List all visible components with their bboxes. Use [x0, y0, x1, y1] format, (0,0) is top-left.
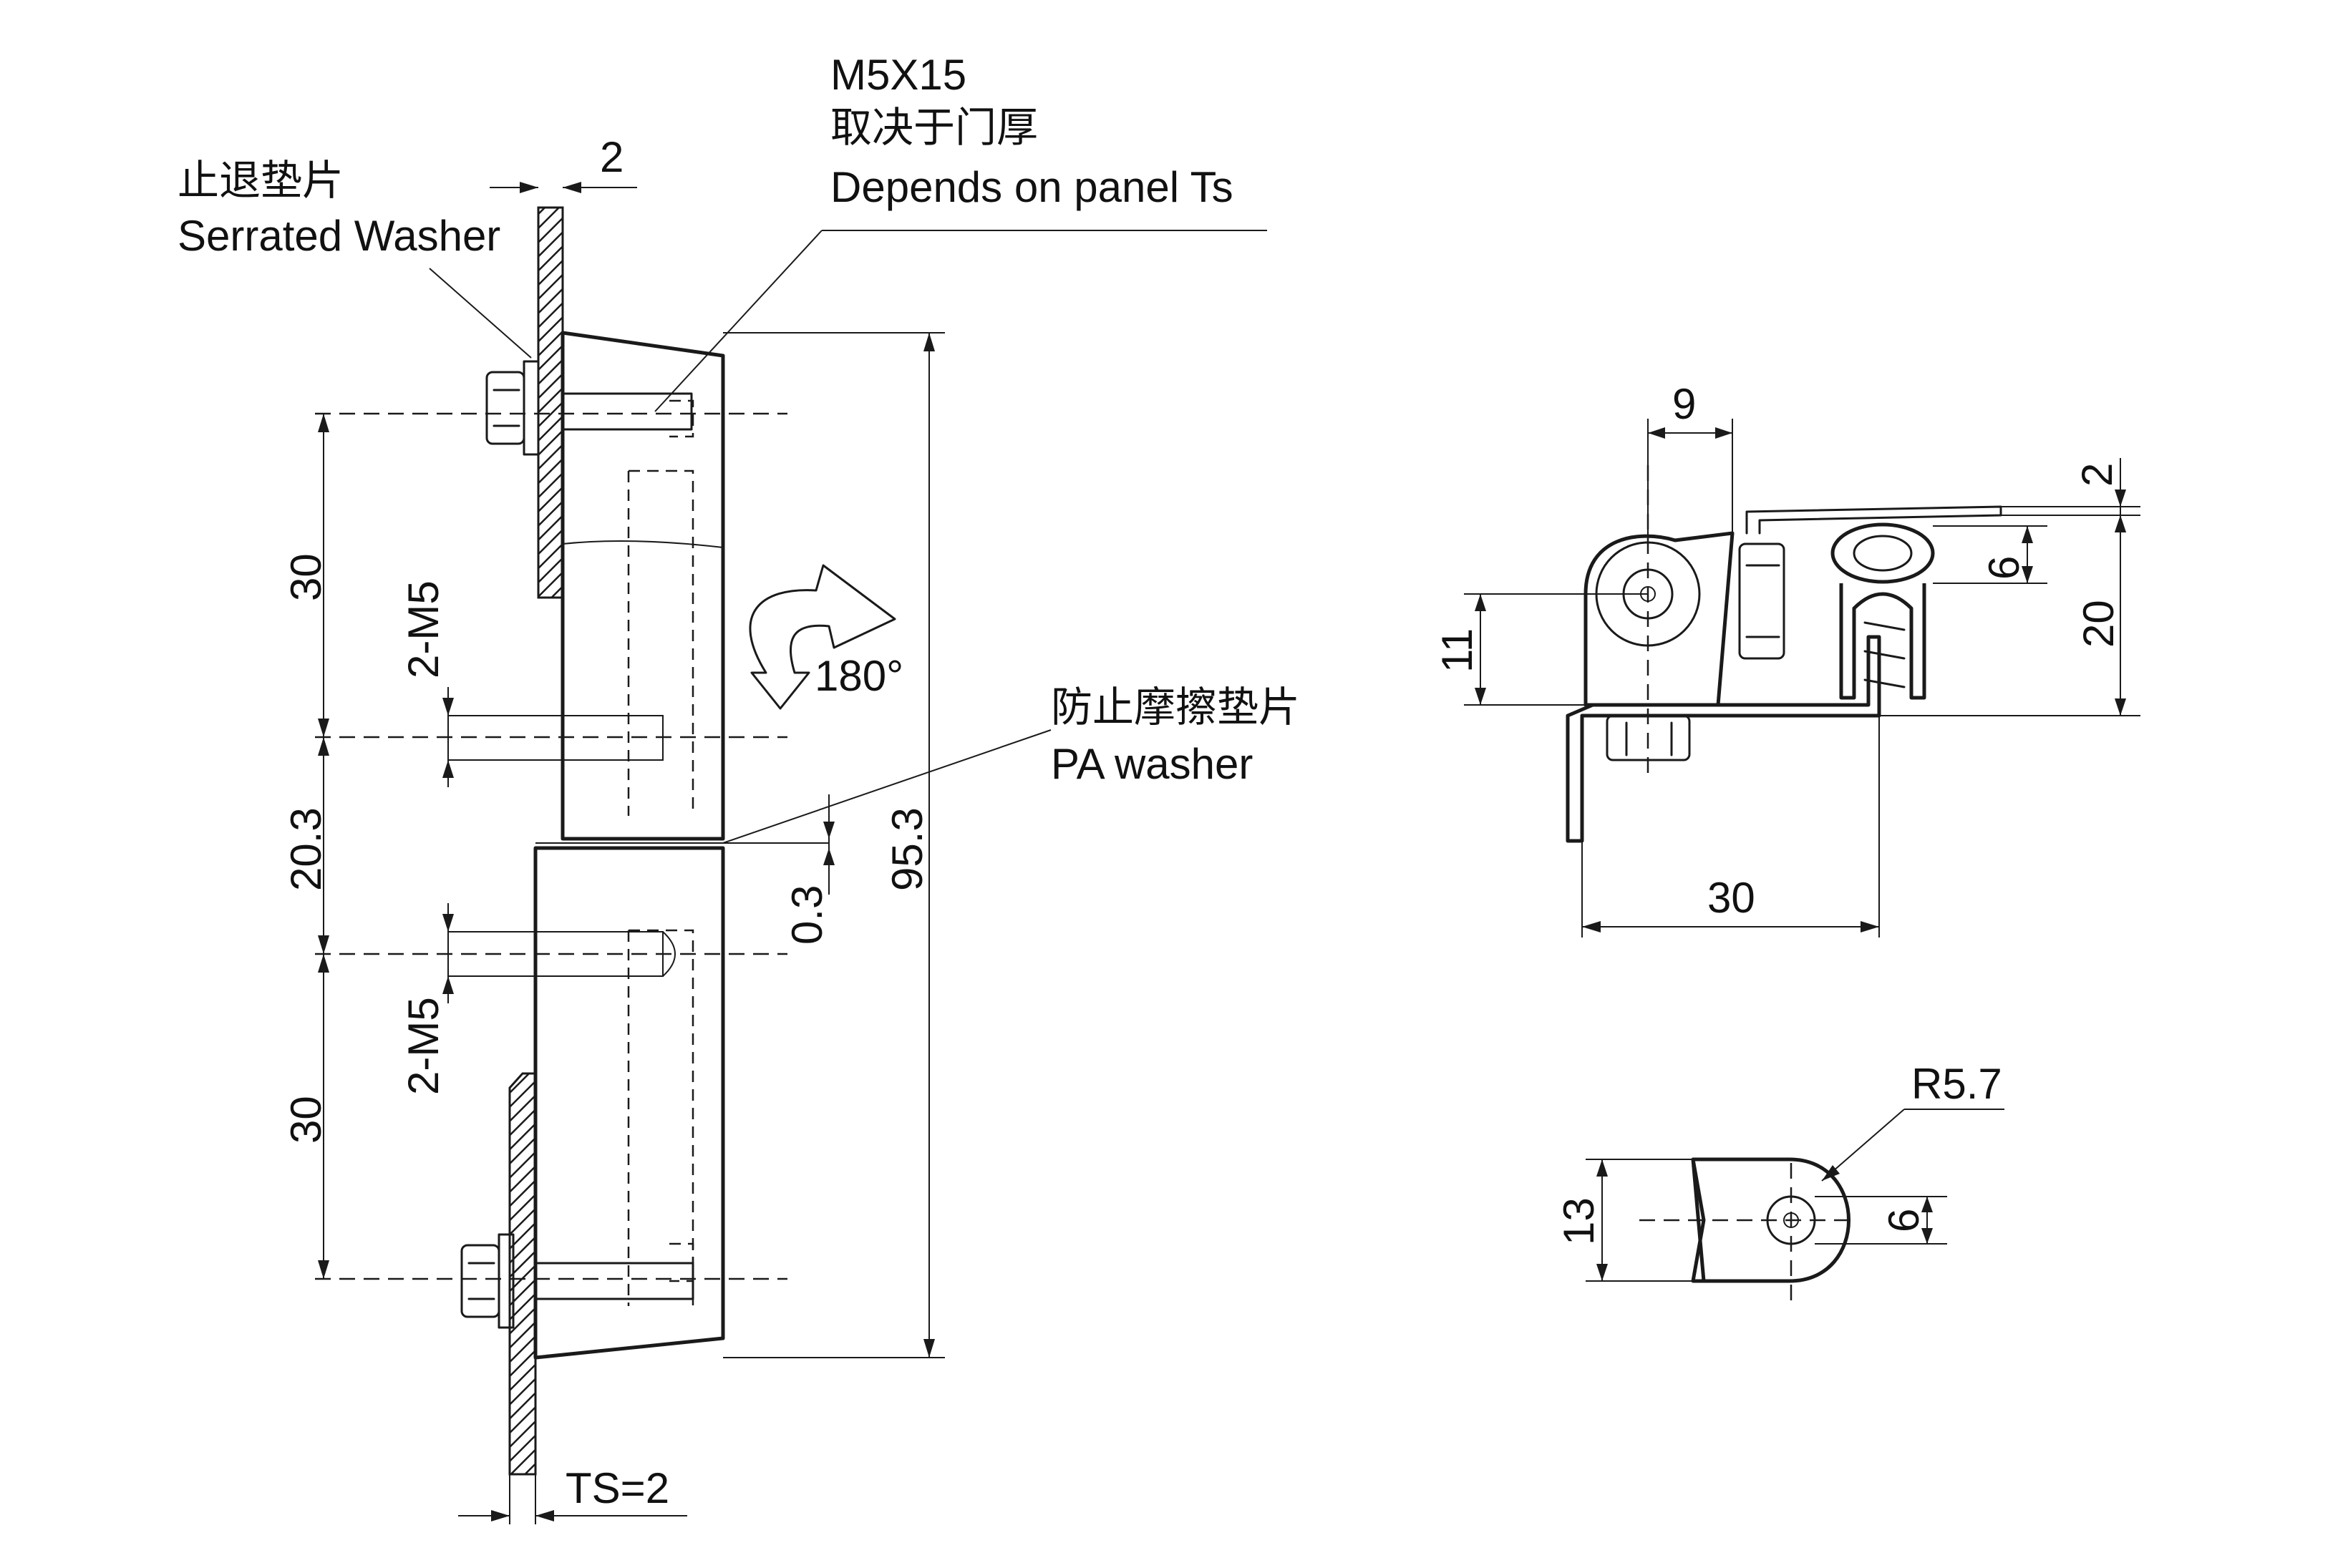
dim-side-11: 11 [1433, 628, 1481, 673]
dim-side-6: 6 [1980, 556, 2028, 580]
dim-side-20: 20 [2075, 600, 2123, 648]
hinge-knuckle [1583, 531, 1735, 707]
dim-ts: TS=2 [566, 1464, 669, 1512]
front-view [315, 206, 896, 1476]
knuckle-top [1691, 1157, 1850, 1283]
dim-thread-lower: 2-M5 [399, 997, 447, 1095]
dim-side-30: 30 [1707, 874, 1755, 922]
upper-panel [537, 206, 564, 599]
upper-nut [485, 371, 525, 445]
dim-thread-upper: 2-M5 [399, 580, 447, 678]
rotation-label: 180° [815, 652, 903, 700]
dim-upper-pitch: 30 [282, 553, 330, 601]
bolt-note-en: Depends on panel Ts [830, 163, 1233, 211]
lower-leaf [533, 846, 725, 1360]
dim-total-length: 95.3 [883, 807, 931, 891]
dim-mid-gap: 20.3 [282, 807, 330, 891]
dim-top-13: 13 [1555, 1197, 1603, 1245]
lower-nut [460, 1244, 500, 1318]
dim-top-6: 6 [1880, 1209, 1928, 1232]
bolt-note-cn: 取决于门厚 [830, 103, 1038, 152]
callouts: M5X15 取决于门厚 Depends on panel Ts 止退垫片 Ser… [178, 51, 1300, 844]
pa-washer-cn: 防止摩擦垫片 [1051, 683, 1300, 731]
top-dimensions: R5.7 13 6 [1555, 1060, 2004, 1282]
top-view [1639, 1157, 1854, 1302]
dim-washer-thickness: 2 [600, 133, 624, 181]
dim-side-9: 9 [1672, 380, 1696, 428]
bolt-spec-label: M5X15 [830, 51, 966, 99]
pa-washer-en: PA washer [1051, 740, 1253, 788]
dim-top-r: R5.7 [1911, 1060, 2002, 1108]
upper-leaf [561, 331, 725, 841]
dim-side-2: 2 [2073, 463, 2121, 487]
seal [1830, 522, 1935, 584]
serrated-washer-en: Serrated Washer [178, 212, 500, 260]
front-dimensions: 2 30 20.3 30 2-M5 2-M5 0.3 [282, 133, 945, 1524]
side-view [1566, 465, 2002, 843]
l-bracket [1566, 635, 1881, 843]
serrated-washer-cn: 止退垫片 [178, 156, 344, 205]
dim-pa-gap: 0.3 [783, 885, 831, 945]
rotation-arrow-icon [749, 564, 896, 710]
side-dimensions: 9 2 6 20 11 30 [1433, 380, 2140, 938]
dim-lower-pitch: 30 [282, 1096, 330, 1144]
